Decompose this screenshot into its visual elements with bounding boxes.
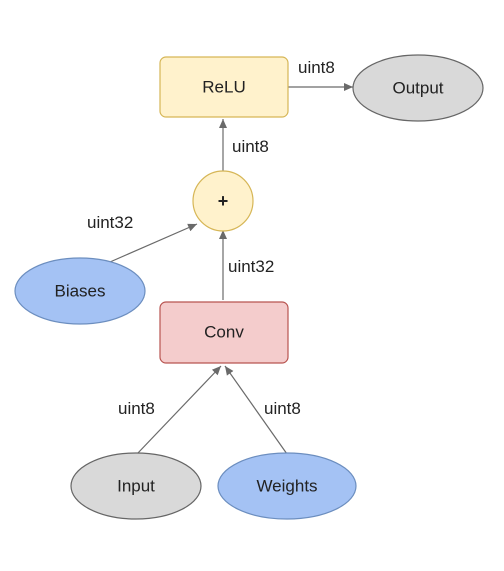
node-input: Input (70, 452, 202, 520)
conv-box (159, 301, 289, 364)
edge-input-to-conv (136, 365, 222, 455)
edge-label-add-to-relu: uint8 (232, 137, 269, 156)
weights-ellipse (217, 452, 357, 520)
node-output: Output (352, 54, 484, 122)
edge-label-weights-to-conv: uint8 (264, 399, 301, 418)
conv-label: Conv (204, 322, 244, 341)
weights-label: Weights (256, 476, 317, 495)
edge-weights-to-conv (224, 365, 288, 455)
node-add: + (192, 170, 254, 232)
edge-label-input-to-conv: uint8 (118, 399, 155, 418)
biases-label: Biases (54, 281, 105, 300)
relu-box (159, 56, 289, 118)
add-circle (192, 170, 254, 232)
output-ellipse (352, 54, 484, 122)
edge-biases-to-add (109, 223, 198, 263)
input-label: Input (117, 476, 155, 495)
biases-ellipse (14, 257, 146, 325)
edge-label-relu-to-output: uint8 (298, 58, 335, 77)
node-biases: Biases (14, 257, 146, 325)
edge-label-conv-to-add: uint32 (228, 257, 274, 276)
edge-label-biases-to-add: uint32 (87, 213, 133, 232)
relu-label: ReLU (202, 77, 245, 96)
node-conv: Conv (159, 301, 289, 364)
add-label: + (218, 191, 229, 211)
input-ellipse (70, 452, 202, 520)
node-weights: Weights (217, 452, 357, 520)
node-relu: ReLU (159, 56, 289, 118)
output-label: Output (392, 78, 443, 97)
